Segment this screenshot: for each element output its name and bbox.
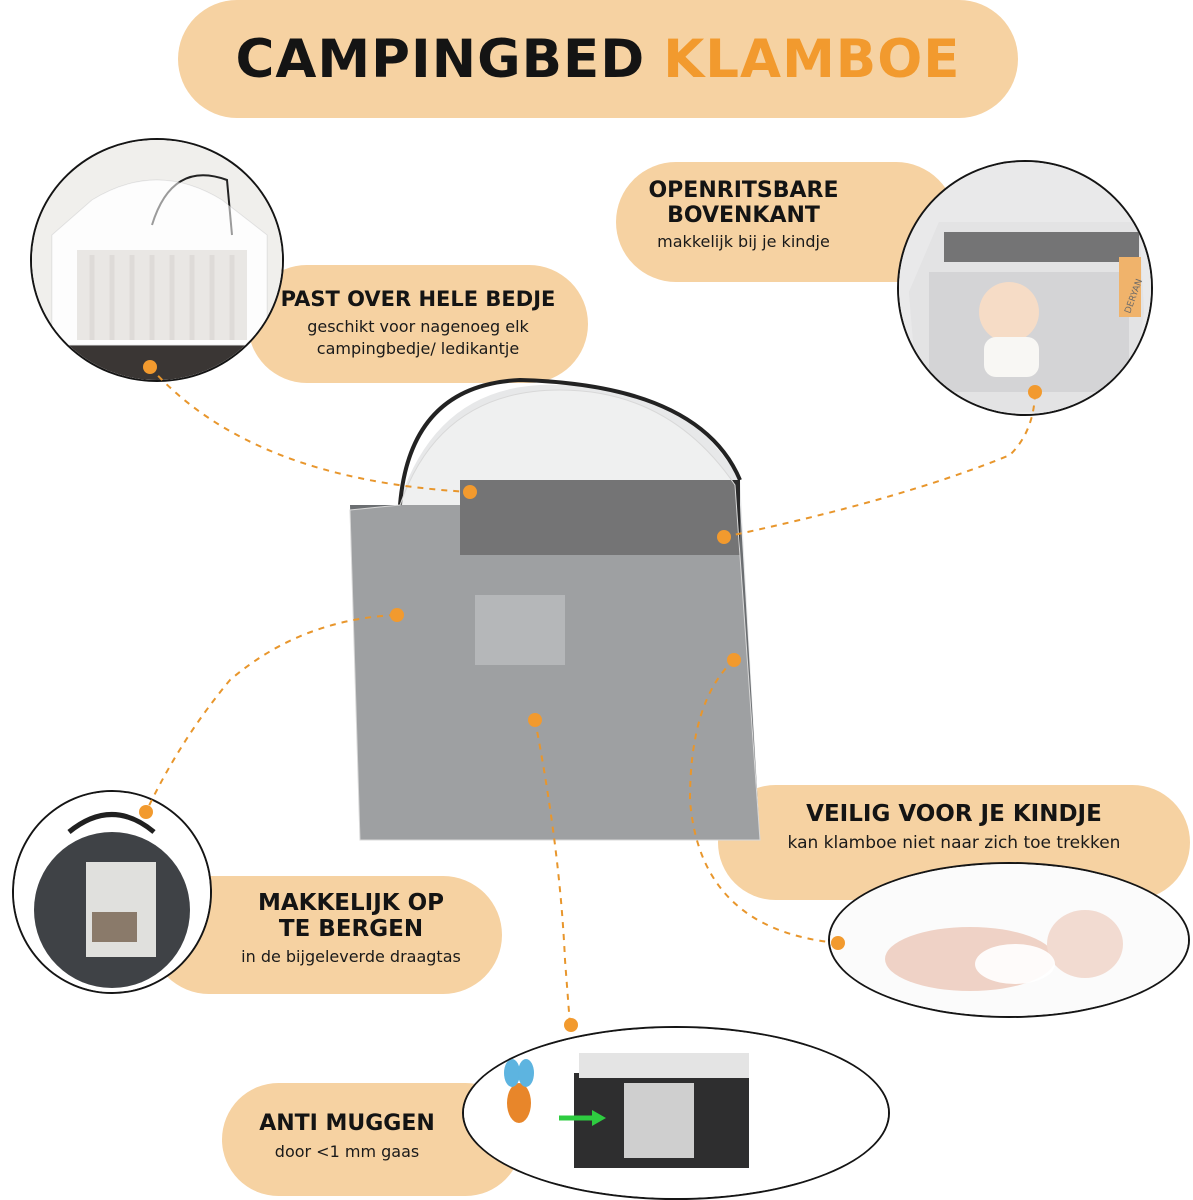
carry-bag-photo [12, 790, 212, 994]
feature-past-line2: campingbedje/ ledikantje [316, 339, 520, 358]
feature-opbergen-heading2: TE BERGEN [278, 916, 424, 942]
feature-past-heading: PAST OVER HELE BEDJE [280, 287, 556, 311]
feature-past-line1: geschikt voor nagenoeg elk [307, 317, 529, 336]
feature-open-heading2: BOVENKANT [667, 203, 820, 228]
title-part-2: KLAMBOE [663, 28, 961, 90]
feature-opbergen-line1: in de bijgeleverde draagtas [241, 947, 461, 966]
feature-open-heading1: OPENRITSBARE [648, 178, 839, 203]
baby-photo [828, 862, 1190, 1018]
feature-veilig-heading: VEILIG VOOR JE KINDJE [806, 801, 1102, 827]
title-part-1: CAMPINGBED [235, 28, 646, 90]
page-title: CAMPINGBED KLAMBOE [178, 0, 1018, 118]
feature-past-pill: PAST OVER HELE BEDJE geschikt voor nagen… [248, 265, 588, 383]
feature-opbergen-pill: MAKKELIJK OP TE BERGEN in de bijgeleverd… [150, 876, 502, 994]
feature-opbergen-heading1: MAKKELIJK OP [257, 890, 445, 916]
product-image [340, 370, 810, 870]
crib-net-photo [30, 138, 284, 382]
open-top-photo: DERYAN [897, 160, 1153, 416]
feature-muggen-heading: ANTI MUGGEN [259, 1111, 435, 1136]
mosquito-photo [462, 1026, 890, 1200]
feature-open-line1: makkelijk bij je kindje [657, 232, 830, 251]
feature-muggen-line1: door <1 mm gaas [274, 1142, 420, 1161]
feature-veilig-line1: kan klamboe niet naar zich toe trekken [787, 833, 1121, 853]
